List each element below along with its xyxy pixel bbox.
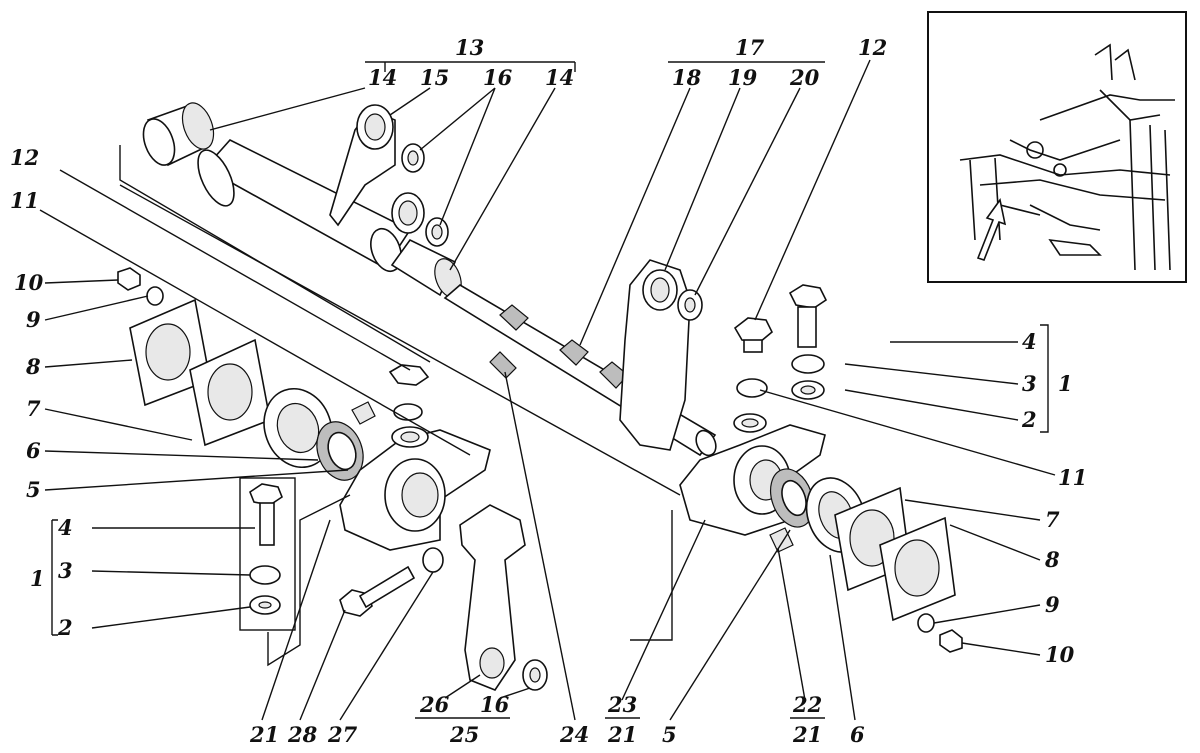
- label-19: 19: [728, 65, 758, 90]
- label-5-left: 5: [26, 477, 41, 502]
- label-24: 24: [559, 722, 589, 747]
- label-27: 27: [327, 722, 358, 747]
- label-3-left: 3: [58, 558, 73, 583]
- label-21-right: 21: [792, 722, 822, 747]
- leader-lines: [39, 59, 1056, 721]
- label-22: 22: [792, 692, 822, 717]
- label-5-bottom: 5: [662, 722, 677, 747]
- label-11-right: 11: [1058, 465, 1087, 490]
- label-9-right: 9: [1045, 592, 1060, 617]
- label-16-top: 16: [483, 65, 513, 90]
- label-21-middle: 21: [607, 722, 637, 747]
- shaft-assembly: [142, 102, 717, 457]
- label-21-left: 21: [249, 722, 279, 747]
- label-4-left: 4: [58, 515, 73, 540]
- label-28: 28: [287, 722, 318, 747]
- label-13: 13: [455, 35, 484, 60]
- label-23: 23: [607, 692, 637, 717]
- label-7-left: 7: [26, 396, 41, 421]
- inset-overview: [927, 11, 1187, 283]
- label-4-right: 4: [1022, 329, 1037, 354]
- label-6-left: 6: [26, 438, 41, 463]
- label-7-right: 7: [1045, 507, 1060, 532]
- label-10-left: 10: [14, 270, 44, 295]
- label-14-right: 14: [545, 65, 574, 90]
- label-6-bottom: 6: [850, 722, 865, 747]
- label-2-right: 2: [1021, 407, 1037, 432]
- label-26: 26: [419, 692, 450, 717]
- label-9-left: 9: [26, 307, 41, 332]
- label-10-right: 10: [1045, 642, 1075, 667]
- label-1-left: 1: [30, 566, 45, 591]
- part-number-labels: 13 14 15 16 14 17 18 19 20 12 12 11 10 9…: [10, 35, 1087, 747]
- right-housing-group: [679, 284, 963, 653]
- label-1-right: 1: [1058, 371, 1073, 396]
- label-16-bottom: 16: [480, 692, 510, 717]
- label-12-left: 12: [10, 145, 39, 170]
- label-8-right: 8: [1044, 547, 1060, 572]
- label-20: 20: [789, 65, 820, 90]
- left-housing-group: [117, 267, 548, 691]
- label-8-left: 8: [25, 354, 41, 379]
- label-14-left: 14: [368, 65, 397, 90]
- label-18: 18: [672, 65, 702, 90]
- label-11-left: 11: [10, 188, 39, 213]
- label-12-right: 12: [858, 35, 887, 60]
- label-15: 15: [420, 65, 449, 90]
- label-3-right: 3: [1022, 371, 1037, 396]
- label-17: 17: [735, 35, 765, 60]
- label-25: 25: [449, 722, 479, 747]
- label-2-left: 2: [57, 615, 73, 640]
